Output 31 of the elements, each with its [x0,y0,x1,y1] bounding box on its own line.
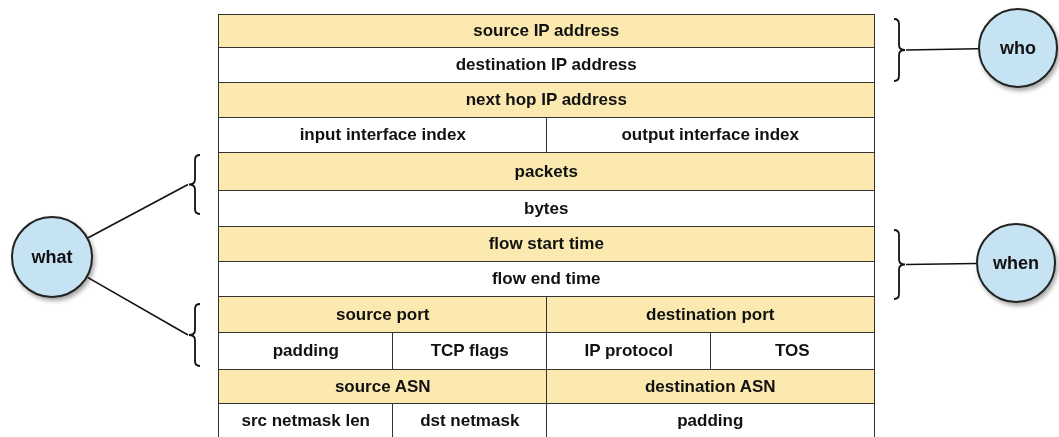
field-cell: source IP address [218,14,875,49]
curly-brace [893,18,906,82]
field-cell: next hop IP address [218,82,875,119]
category-circle: when [976,223,1056,303]
field-cell: input interface index [218,117,548,154]
field-cell: packets [218,152,875,192]
field-cell: destination ASN [546,369,875,405]
field-cell: bytes [218,190,875,228]
field-cell: source ASN [218,369,548,405]
category-circle: what [11,216,93,298]
connector-line [905,47,979,51]
field-cell: output interface index [546,117,875,154]
field-cell: padding [218,332,394,371]
field-cell: destination port [546,296,875,334]
category-circle: who [978,8,1058,88]
curly-brace [893,229,906,300]
field-cell: flow start time [218,226,875,263]
curly-brace [188,154,201,215]
field-cell: padding [546,403,875,437]
field-cell: IP protocol [546,332,712,371]
field-cell: dst netmask [392,403,548,437]
connector-line [905,262,977,266]
field-cell: src netmask len [218,403,394,437]
curly-brace [188,303,201,367]
field-cell: source port [218,296,548,334]
field-cell: destination IP address [218,47,875,84]
connector-line [87,183,189,239]
field-cell: flow end time [218,261,875,298]
field-cell: TOS [710,332,875,371]
connector-line [86,276,189,336]
field-cell: TCP flags [392,332,548,371]
